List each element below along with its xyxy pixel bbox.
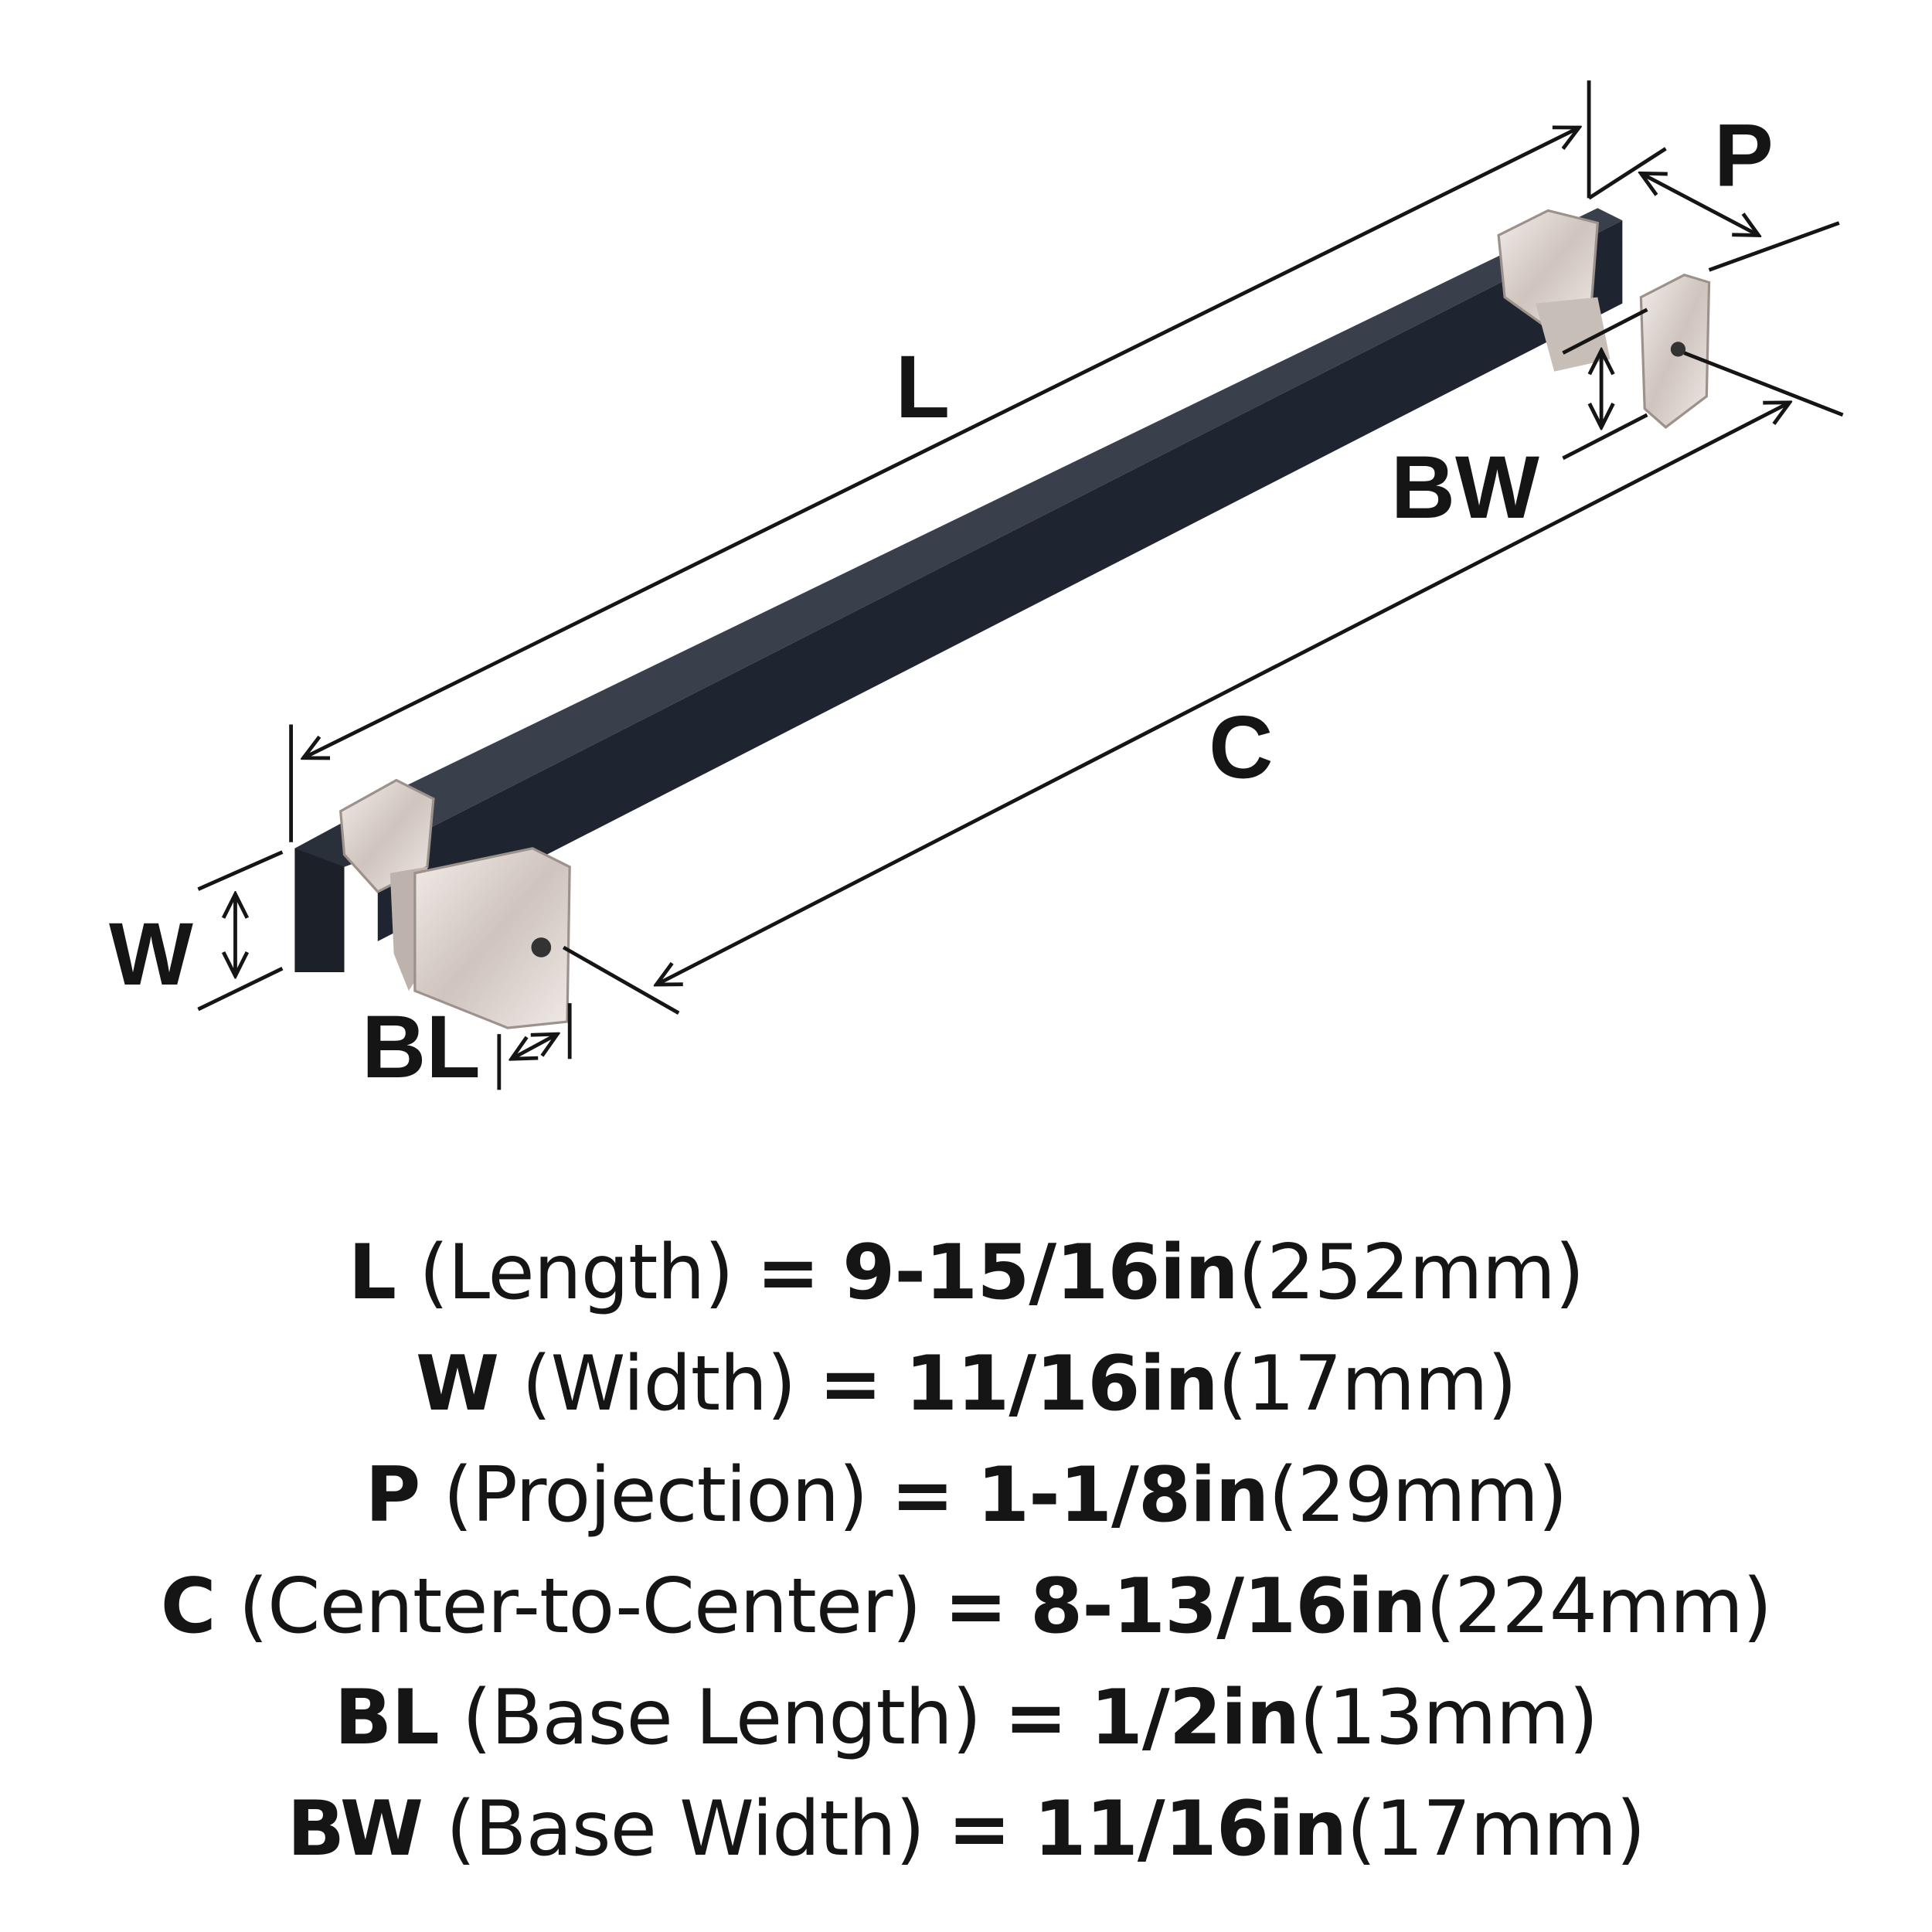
spec-key: BL [334, 1674, 440, 1762]
spec-inch: 11/16in [904, 1340, 1219, 1428]
label-length: L [896, 338, 950, 437]
spec-name: (Length) [419, 1229, 733, 1317]
spec-inch: 11/16in [1033, 1785, 1348, 1873]
spec-row-projection: P (Projection) = 1-1/8in(29mm) [0, 1440, 1932, 1551]
spec-mm: (252mm) [1237, 1229, 1584, 1317]
screw-hole-icon [531, 937, 552, 957]
spec-row-base-width: BW (Base Width) = 11/16in(17mm) [0, 1774, 1932, 1885]
label-width: W [109, 905, 193, 1004]
spec-row-center-to-center: C (Center-to-Center) = 8-13/16in(224mm) [0, 1551, 1932, 1662]
spec-equals: = [818, 1340, 883, 1428]
label-base-width: BW [1391, 438, 1539, 537]
spec-name: (Base Width) [446, 1785, 925, 1873]
spec-key: W [416, 1340, 499, 1428]
spec-name: (Projection) [443, 1451, 868, 1539]
spec-key: L [348, 1229, 396, 1317]
spec-row-length: L (Length) = 9-15/16in(252mm) [0, 1217, 1932, 1328]
spec-equals: = [944, 1563, 1008, 1651]
spec-inch: 9-15/16in [842, 1229, 1239, 1317]
spec-key: P [365, 1451, 421, 1539]
spec-mm: (224mm) [1425, 1563, 1772, 1651]
screw-hole-icon [1670, 342, 1686, 357]
spec-equals: = [890, 1451, 954, 1539]
spec-row-base-length: BL (Base Length) = 1/2in(13mm) [0, 1662, 1932, 1774]
spec-row-width: W (Width) = 11/16in(17mm) [0, 1328, 1932, 1440]
spec-mm: (17mm) [1217, 1340, 1517, 1428]
spec-name: (Width) [522, 1340, 796, 1428]
spec-inch: 8-13/16in [1030, 1563, 1427, 1651]
dimension-lines [197, 80, 1844, 1090]
label-projection: P [1714, 106, 1774, 205]
spec-equals: = [947, 1785, 1011, 1873]
spec-list: L (Length) = 9-15/16in(252mm) W (Width) … [0, 1217, 1932, 1885]
spec-equals: = [756, 1229, 820, 1317]
spec-key: BW [287, 1785, 423, 1873]
spec-name: (Center-to-Center) [238, 1563, 922, 1651]
label-base-length: BL [362, 998, 481, 1097]
spec-key: C [160, 1563, 216, 1651]
spec-equals: = [1004, 1674, 1067, 1762]
spec-mm: (13mm) [1299, 1674, 1598, 1762]
spec-mm: (29mm) [1268, 1451, 1567, 1539]
spec-mm: (17mm) [1346, 1785, 1645, 1873]
spec-inch: 1-1/8in [976, 1451, 1269, 1539]
spec-inch: 1/2in [1090, 1674, 1301, 1762]
left-post [339, 778, 571, 1029]
label-center-to-center: C [1209, 698, 1273, 797]
spec-name: (Base Length) [461, 1674, 981, 1762]
